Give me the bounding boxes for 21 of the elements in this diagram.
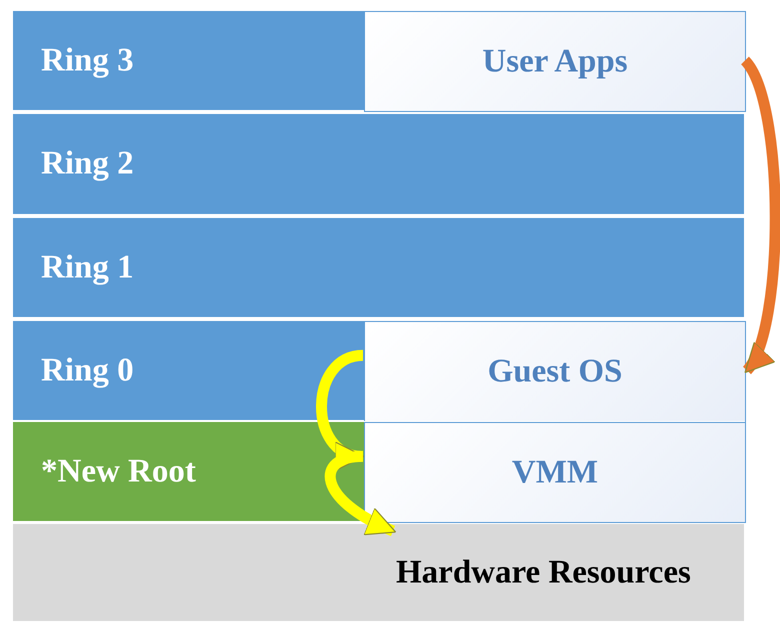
layer-label: Hardware Resources [396, 554, 691, 591]
layer-label: VMM [512, 454, 598, 491]
layer-label: Ring 1 [41, 249, 134, 286]
layer-band [12, 421, 745, 522]
layer-label: *New Root [41, 453, 196, 490]
layer-label: Ring 3 [41, 42, 134, 79]
layer-band [12, 523, 745, 622]
layer-box [364, 11, 746, 112]
layer-label: Ring 2 [41, 146, 134, 182]
curved-arrow [324, 450, 396, 536]
layer-band [12, 320, 745, 421]
layer-box [364, 321, 746, 422]
curved-arrow [316, 350, 364, 467]
layer-label: User Apps [482, 43, 628, 80]
layer-box [364, 422, 746, 523]
layer-band [12, 10, 745, 111]
layer-label: Guest OS [488, 353, 622, 390]
layer-band [12, 113, 745, 215]
layer-label: Ring 0 [41, 352, 134, 389]
layer-band [12, 217, 745, 318]
curved-arrow [740, 57, 780, 374]
